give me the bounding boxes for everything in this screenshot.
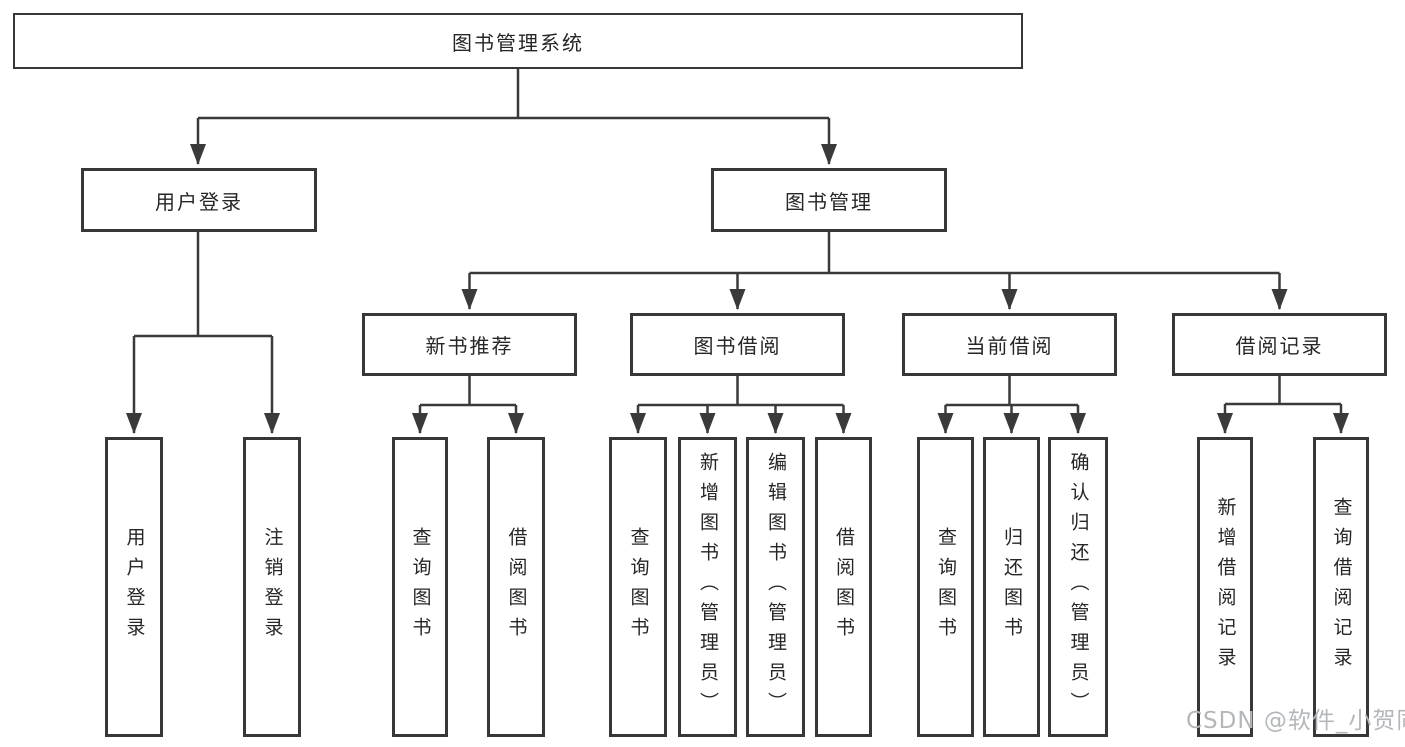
node-label: 新书推荐	[425, 334, 514, 358]
node-book-management: 图书管理	[711, 168, 947, 232]
node-label: 图书管理系统	[452, 30, 584, 55]
leaf-logout-login: 注销登录	[243, 437, 301, 737]
node-label: 图书借阅	[693, 334, 782, 358]
leaf-return-books: 归还图书	[983, 437, 1040, 737]
leaf-borrow-books-borrowing: 借阅图书	[815, 437, 872, 737]
leaf-confirm-return-admin: 确认归还（管理员）	[1048, 437, 1108, 737]
leaf-borrow-books-recommend: 借阅图书	[487, 437, 545, 737]
node-label: 编辑图书（管理员）	[765, 452, 787, 722]
node-label: 用户登录	[123, 527, 146, 647]
node-label: 用户登录	[155, 189, 243, 214]
node-label: 查询图书	[627, 527, 650, 647]
node-book-management-system: 图书管理系统	[13, 13, 1023, 69]
leaf-query-books-borrowing: 查询图书	[609, 437, 667, 737]
arrow-connectors	[126, 69, 1349, 434]
node-label: 借阅图书	[505, 527, 528, 647]
node-label: 确认归还（管理员）	[1067, 452, 1090, 722]
node-label: 借阅图书	[833, 527, 855, 647]
node-current-borrowing: 当前借阅	[902, 313, 1117, 376]
leaf-user-login: 用户登录	[105, 437, 163, 737]
node-label: 新增借阅记录	[1214, 497, 1237, 677]
node-label: 查询借阅记录	[1330, 497, 1353, 677]
node-book-borrowing: 图书借阅	[630, 313, 845, 376]
leaf-query-books-current: 查询图书	[917, 437, 974, 737]
watermark: CSDN @软件_小贺同学	[1186, 708, 1405, 734]
leaf-query-borrow-record: 查询借阅记录	[1313, 437, 1369, 737]
leaf-edit-books-admin: 编辑图书（管理员）	[746, 437, 805, 737]
node-label: 图书管理	[785, 189, 873, 214]
node-borrowing-records: 借阅记录	[1172, 313, 1387, 376]
node-label: 查询图书	[935, 527, 957, 647]
node-new-book-recommendation: 新书推荐	[362, 313, 577, 376]
node-label: 当前借阅	[965, 334, 1054, 358]
node-user-login: 用户登录	[81, 168, 317, 232]
node-label: 注销登录	[261, 527, 284, 647]
node-label: 新增图书（管理员）	[697, 452, 719, 722]
node-label: 借阅记录	[1235, 334, 1324, 358]
node-label: 查询图书	[409, 527, 432, 647]
leaf-query-books-recommend: 查询图书	[392, 437, 448, 737]
node-label: 归还图书	[1001, 527, 1023, 647]
leaf-add-books-admin: 新增图书（管理员）	[678, 437, 737, 737]
leaf-add-borrow-record: 新增借阅记录	[1197, 437, 1253, 737]
